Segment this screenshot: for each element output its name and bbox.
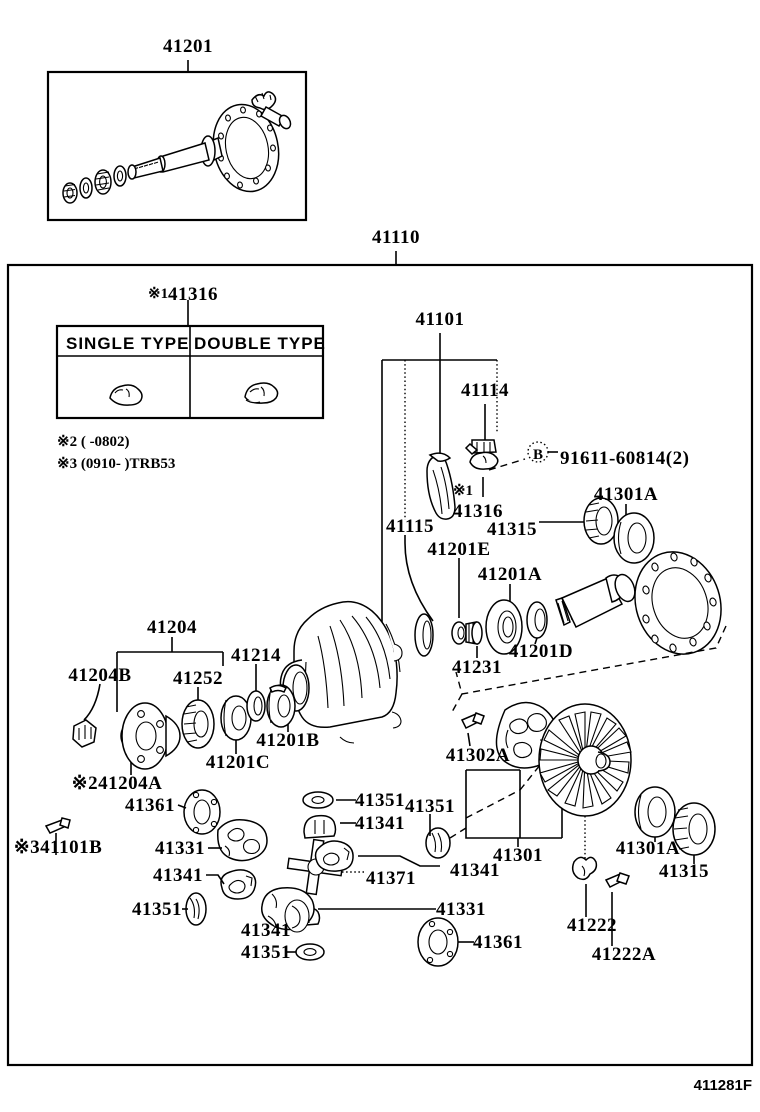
callout-41341-left: 41341 <box>153 865 203 886</box>
callout-41115: 41115 <box>386 516 434 537</box>
part-41222-clip <box>571 856 598 917</box>
callout-41316: 41316 <box>453 501 503 522</box>
part-41204-flange <box>121 702 181 770</box>
part-41341-gear-center2 <box>314 840 440 872</box>
callout-41101: 41101 <box>416 309 465 330</box>
part-41351-washer-center <box>302 791 356 809</box>
figure-code: 411281F <box>694 1077 752 1094</box>
part-41341-gear-center <box>303 814 356 839</box>
part-41301A-bearing-right <box>634 786 676 842</box>
part-41361-washer-center <box>417 917 474 967</box>
legend-table <box>55 300 325 420</box>
callout-41252: 41252 <box>173 668 223 689</box>
part-41316-clip <box>469 451 499 470</box>
legend-col-double: DOUBLE TYPE <box>194 334 326 353</box>
callout-41222: 41222 <box>567 915 617 936</box>
callout-41315-upper: 41315 <box>487 519 537 540</box>
assembly-guide-dashed <box>451 625 727 713</box>
double-type-icon <box>244 382 279 404</box>
legend-header-part: 41316 <box>168 284 218 305</box>
part-41351-washer-right <box>425 814 467 859</box>
part-41222A-bolt <box>604 872 630 946</box>
main-assembly-frame <box>6 251 754 1067</box>
top-assembly-box <box>46 60 308 222</box>
callout-41231: 41231 <box>452 657 502 678</box>
callout-41201: 41201 <box>163 36 213 57</box>
callout-41201B: 41201B <box>256 730 319 751</box>
part-41201C-bearing <box>220 695 252 741</box>
pinion-shaft-illustration <box>127 135 223 180</box>
part-carrier-housing <box>279 600 403 744</box>
callout-41301A-upper: 41301A <box>594 484 658 505</box>
callout-41201A: 41201A <box>478 564 542 585</box>
legend-text: ※1 41316 SINGLE TYPE DOUBLE TYPE ※2 ( -0… <box>57 284 326 472</box>
part-41302A-bolt <box>460 712 485 747</box>
callout-41341-left2: 41341 <box>241 920 291 941</box>
part-41315-bearing <box>583 497 619 545</box>
part-41301A-bearing-upper <box>613 512 655 564</box>
part-41101-bearing-cap <box>426 452 456 520</box>
callout-41351-left: 41351 <box>132 899 182 920</box>
callout-41214: 41214 <box>231 645 281 666</box>
part-41351-washer-left2 <box>286 943 325 961</box>
callout-41204: 41204 <box>147 617 197 638</box>
legend-col-single: SINGLE TYPE <box>66 334 189 353</box>
part-41201D-washer <box>526 601 548 645</box>
callout-41351-left2: 41351 <box>241 942 291 963</box>
callout-41114: 41114 <box>461 380 509 401</box>
callout-41101B: ※341101B <box>14 837 103 858</box>
callout-41204A: ※241204A <box>72 773 163 794</box>
legend-note-3: ※3 (0910- )TRB53 <box>57 456 175 472</box>
part-41361-washer-left <box>177 789 221 835</box>
callout-41361-center: 41361 <box>473 932 523 953</box>
single-type-icon <box>109 384 143 406</box>
part-ring-gear-teeth <box>538 703 632 872</box>
callout-41361-left: 41361 <box>125 795 175 816</box>
callout-41341-center2: 41341 <box>450 860 500 881</box>
callout-41204B: 41204B <box>68 665 131 686</box>
callout-41315-right: 41315 <box>659 861 709 882</box>
part-41114-bracket <box>464 439 497 456</box>
part-ring-flange-right <box>634 551 722 655</box>
callout-bolt-grade-b: B <box>533 447 543 463</box>
part-41231-nut <box>451 621 483 658</box>
part-41201B-bearing <box>266 684 296 728</box>
callout-41301: 41301 <box>493 845 543 866</box>
companion-flange-illustration <box>251 91 292 130</box>
part-41331-gear-center <box>261 887 436 933</box>
part-41204B-nut <box>72 719 97 748</box>
callout-41331-left: 41331 <box>155 838 205 859</box>
part-41351-washer-left <box>182 892 207 926</box>
pinion-bearing-parts <box>62 165 127 204</box>
callout-41222A: 41222A <box>592 944 656 965</box>
callout-41351-center: 41351 <box>355 790 405 811</box>
part-41341-gear-left <box>206 869 257 900</box>
part-drive-pinion <box>555 573 636 629</box>
part-41315-bearing-right <box>672 802 716 864</box>
part-41252-bearing <box>181 699 215 749</box>
legend-note-2: ※2 ( -0802) <box>57 434 130 450</box>
part-41201A-flange <box>485 584 523 655</box>
part-41331-gear-left <box>208 818 268 862</box>
callout-41341-center: 41341 <box>355 813 405 834</box>
part-41201E-seal <box>414 558 460 657</box>
callout-41331-center: 41331 <box>436 899 486 920</box>
callout-41110: 41110 <box>372 227 420 248</box>
callout-41316-mark: ※1 <box>453 483 473 499</box>
legend-mark: ※1 <box>148 286 168 302</box>
ring-gear-illustration <box>212 103 280 193</box>
callout-41351-right: 41351 <box>405 796 455 817</box>
callout-labels: 41201 41110 41101 41114 91611-60814(2) B… <box>14 36 709 965</box>
part-41101B-pin <box>44 817 71 855</box>
callout-41301A-right: 41301A <box>616 838 680 859</box>
part-41214-washer <box>246 690 266 722</box>
callout-bolt-number: 91611-60814(2) <box>560 448 689 469</box>
callout-41201D: 41201D <box>509 641 573 662</box>
callout-41201C: 41201C <box>206 752 270 773</box>
leader-lines-upper <box>381 333 627 645</box>
callout-41201E: 41201E <box>427 539 490 560</box>
callout-41371: 41371 <box>366 868 416 889</box>
callout-41302A: 41302A <box>446 745 510 766</box>
